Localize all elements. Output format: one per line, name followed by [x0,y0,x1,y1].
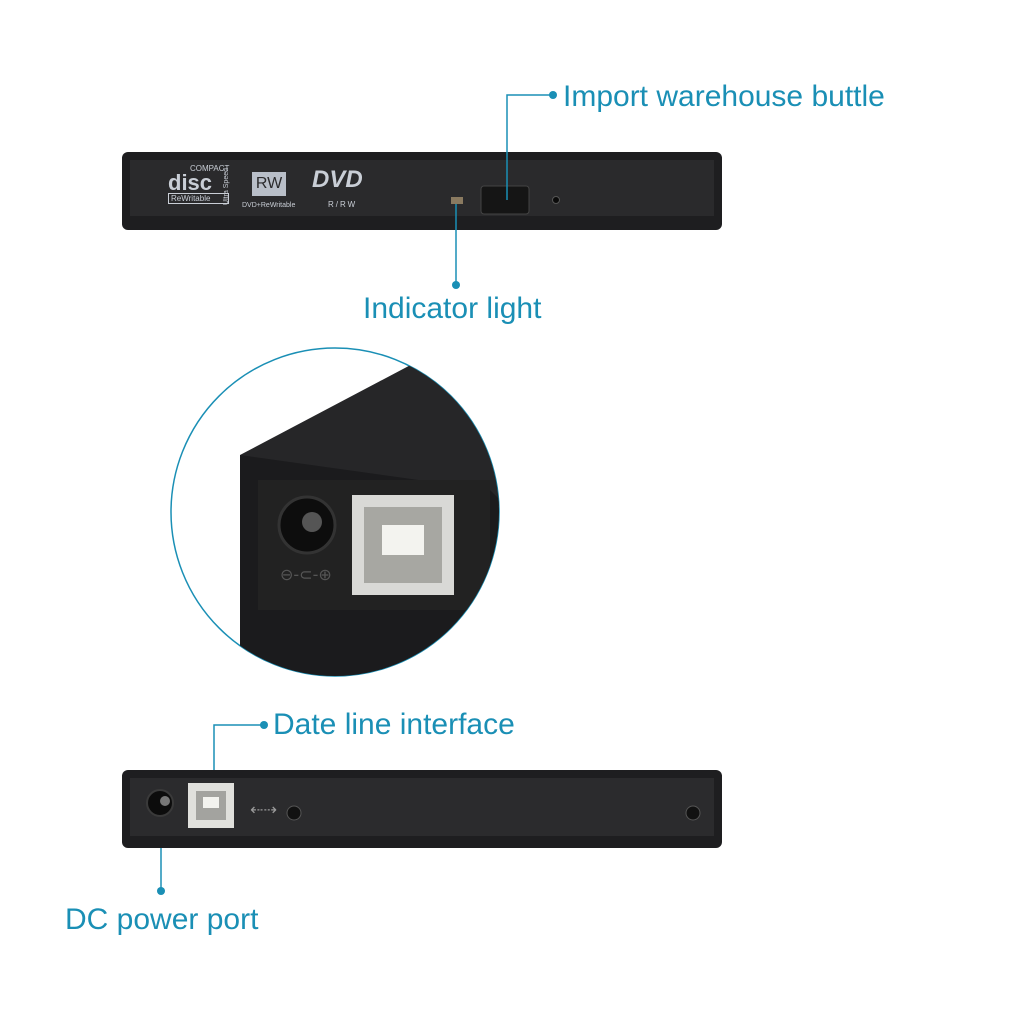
label-eject-button: Import warehouse buttle [563,80,885,113]
disc-logo-side: Ultra Speed [223,168,230,205]
disc-logo: COMPACT disc ReWritable [168,164,230,204]
emergency-eject-hole [552,196,560,204]
dvd-logo-sub: R/RW [328,200,358,209]
svg-text:⇠⇢: ⇠⇢ [250,800,277,819]
drive-back-view: ⇠⇢ [122,770,722,848]
zoom-detail-circle: ⊖-⊂-⊕ [170,347,500,677]
disc-logo-sub: ReWritable [168,193,230,204]
dvd-logo: DVD [312,166,363,193]
eject-button [480,185,530,215]
indicator-led [451,197,463,204]
label-indicator-light: Indicator light [363,292,542,325]
rw-logo-sub: DVD+ReWritable [242,202,296,209]
svg-text:⊖-⊂-⊕: ⊖-⊂-⊕ [280,565,332,584]
disc-logo-main: disc [168,170,213,195]
rw-logo: RW [252,172,286,196]
label-data-interface: Date line interface [273,708,515,741]
drive-front-view [122,152,722,230]
disc-logo-top: COMPACT [190,164,230,173]
label-dc-power-port: DC power port [65,903,259,936]
